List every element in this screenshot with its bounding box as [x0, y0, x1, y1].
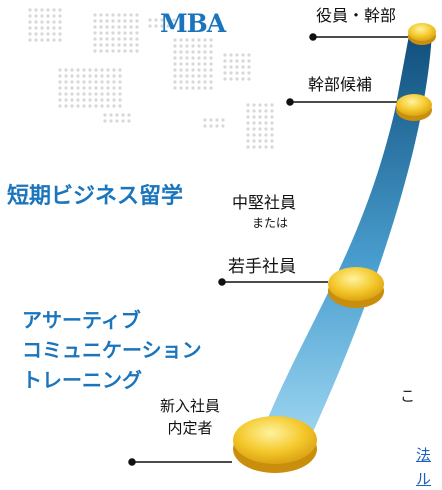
coin-executive-candidate [396, 94, 432, 121]
coin-executive [408, 23, 436, 45]
pointer-lines [128, 33, 408, 466]
program-short-term-study: 短期ビジネス留学 [7, 183, 184, 209]
edge-text-partial: こ [400, 387, 416, 405]
level-new-hire-line-1: 新入社員 [160, 397, 221, 415]
level-or: または [252, 216, 289, 230]
program-assertive-line-3: トレーニング [22, 368, 142, 392]
level-coins [233, 23, 436, 473]
program-mba: MBA [160, 9, 226, 38]
coin-young [328, 267, 384, 308]
coin-new-hire [233, 416, 317, 473]
program-assertive-communication: アサーティブ コミュニケーション トレーニング [22, 305, 202, 395]
level-young: 若手社員 [228, 257, 296, 277]
level-new-hire: 新入社員 内定者 [160, 395, 220, 439]
edge-link-partial-2[interactable]: ル [416, 470, 432, 488]
program-assertive-line-2: コミュニケーション [22, 338, 202, 362]
level-executive-candidate: 幹部候補 [308, 75, 373, 94]
level-new-hire-line-2: 内定者 [167, 419, 213, 437]
level-executive: 役員・幹部 [316, 6, 397, 25]
edge-link-partial[interactable]: 法 [416, 446, 432, 464]
world-map-dots [28, 8, 274, 149]
program-assertive-line-1: アサーティブ [22, 308, 141, 332]
level-mid-career: 中堅社員 [232, 193, 297, 212]
